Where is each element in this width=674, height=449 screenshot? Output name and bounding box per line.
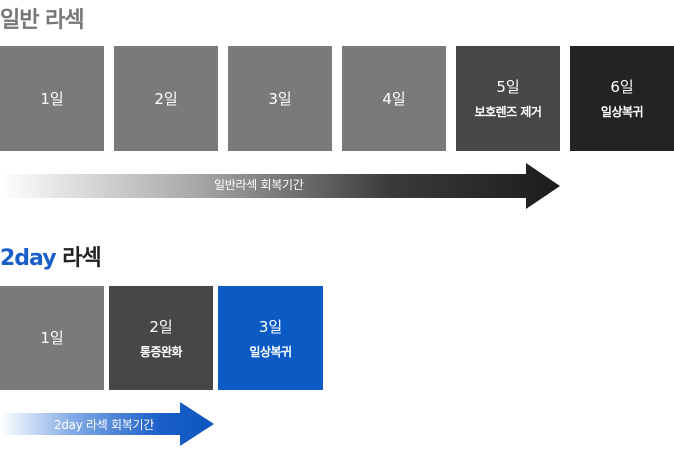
arrow-right-icon [0, 402, 214, 446]
day-label: 1일 [40, 329, 64, 347]
day-label: 2일 [154, 89, 178, 108]
title-rest: 라섹 [55, 246, 101, 271]
arrow-right-icon [0, 163, 560, 209]
day-note: 통증완화 [139, 344, 183, 359]
recovery-period-arrow-general: 일반라섹 회복기간 [0, 163, 560, 209]
day-box-3: 3일 일상복귀 [218, 286, 323, 390]
recovery-period-arrow-2day: 2day 라섹 회복기간 [0, 402, 214, 446]
day-box-1: 1일 [0, 286, 104, 390]
day-label: 6일 [610, 78, 634, 96]
day-label: 1일 [40, 89, 64, 108]
arrow-label: 2day 라섹 회복기간 [54, 418, 154, 432]
day-box-3: 3일 [228, 46, 332, 151]
day-box-5: 5일 보호렌즈 제거 [456, 46, 560, 151]
day-label: 4일 [382, 89, 406, 108]
title-accent: 2day [0, 246, 57, 271]
day-note: 일상복귀 [249, 344, 292, 359]
section-title-2day-lasek: 2day 라섹 [0, 240, 102, 272]
day-box-6: 6일 일상복귀 [570, 46, 674, 151]
arrow-label: 일반라섹 회복기간 [214, 178, 304, 192]
day-box-4: 4일 [342, 46, 446, 151]
day-label: 3일 [258, 317, 283, 336]
section-title-general-lasek: 일반 라섹 [0, 8, 85, 33]
day-box-2: 2일 [114, 46, 218, 151]
day-box-2: 2일 통증완화 [109, 286, 213, 390]
day-box-1: 1일 [0, 46, 104, 151]
day-label: 3일 [268, 89, 292, 108]
day-note: 일상복귀 [600, 105, 644, 119]
day-label: 2일 [149, 317, 173, 336]
day-label: 5일 [496, 78, 520, 96]
day-note: 보호렌즈 제거 [474, 105, 542, 119]
